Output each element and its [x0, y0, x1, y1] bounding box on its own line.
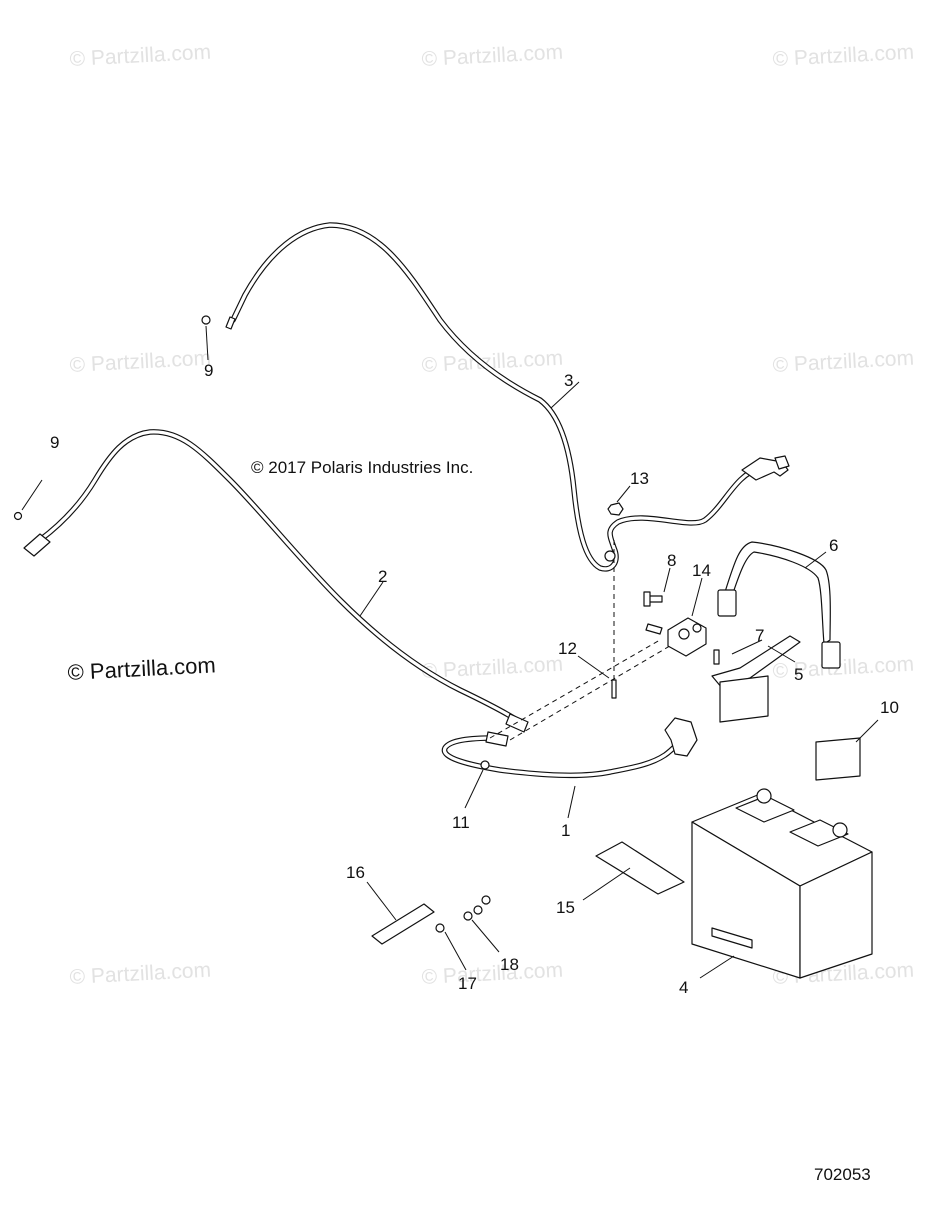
nut-18	[463, 911, 473, 921]
copyright-notice: © 2017 Polaris Industries Inc.	[251, 458, 473, 477]
stud-bolt-12	[611, 679, 617, 699]
callout-2: 2	[378, 567, 387, 586]
nut-11	[480, 760, 490, 770]
fuse-holder-16	[371, 903, 435, 945]
callout-18: 18	[500, 955, 519, 974]
callout-7: 7	[755, 626, 764, 645]
watermark: © Partzilla.com	[772, 347, 915, 377]
watermark: © Partzilla.com	[69, 41, 212, 71]
nut-18c	[481, 895, 491, 905]
assembly-line	[509, 639, 681, 741]
callout-16: 16	[346, 863, 365, 882]
nut-9a	[201, 315, 211, 325]
callout-1: 1	[561, 821, 570, 840]
callout-9-left: 9	[50, 433, 59, 452]
washer-17	[435, 923, 445, 933]
callout-3: 3	[564, 371, 573, 390]
watermark: © Partzilla.com	[772, 41, 915, 71]
callout-6: 6	[829, 536, 838, 555]
callout-4: 4	[679, 978, 688, 997]
callout-17: 17	[458, 974, 477, 993]
callout-9-upper: 9	[204, 361, 213, 380]
callout-12: 12	[558, 639, 577, 658]
callout-8: 8	[667, 551, 676, 570]
drawing-number: 702053	[814, 1165, 871, 1184]
nut-13	[607, 502, 624, 516]
watermark: © Partzilla.com	[69, 959, 212, 989]
nut-18b	[473, 905, 483, 915]
watermark: © Partzilla.com	[421, 41, 564, 71]
callout-5: 5	[794, 665, 803, 684]
callout-14: 14	[692, 561, 711, 580]
label-15	[595, 841, 685, 895]
label-10	[719, 675, 769, 723]
callout-13: 13	[630, 469, 649, 488]
nut-9b	[13, 511, 23, 521]
watermark: © Partzilla.com	[421, 959, 564, 989]
label-10b	[815, 737, 861, 781]
battery-4	[691, 788, 873, 979]
callout-15: 15	[556, 898, 575, 917]
cable-1	[441, 717, 698, 779]
bolt-7	[713, 649, 720, 665]
hold-down-strap-6	[717, 541, 841, 669]
terminal-block-14	[645, 617, 707, 657]
callout-10: 10	[880, 698, 899, 717]
assembly-line	[489, 639, 661, 739]
callout-11: 11	[452, 813, 470, 832]
brand-watermark: © Partzilla.com	[67, 652, 216, 685]
watermark: © Partzilla.com	[69, 347, 212, 377]
cable-3	[225, 222, 790, 572]
callout-labels: 1 2 3 4 5 6 7 8 9 9 10 11 12 13 14 15 16…	[50, 361, 899, 997]
leader-lines	[21, 325, 879, 979]
bolt-8-head	[643, 591, 651, 607]
